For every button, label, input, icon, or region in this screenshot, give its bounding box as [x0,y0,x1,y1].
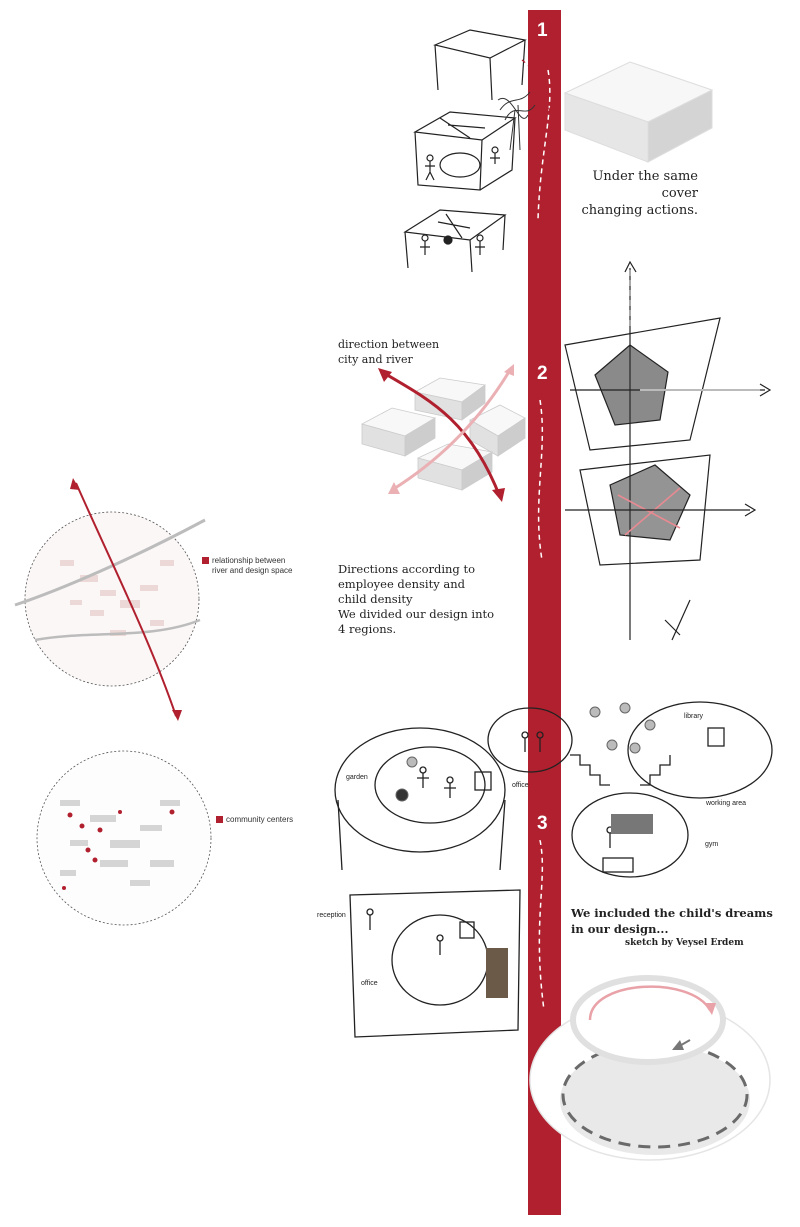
step3-caption-line2: in our design... [571,922,669,936]
label-office-bottom: office [361,980,378,987]
river-legend-swatch [202,557,209,564]
step1-caption: Under the same cover changing actions. [571,168,699,219]
step-number-3: 3 [537,813,548,834]
river-legend-line1: relationship between [212,556,286,565]
directions-line4: We divided our design into [338,607,495,621]
step-number-1: 1 [537,20,548,41]
label-office-top: office [512,782,529,789]
directions-line3: child density [338,592,413,606]
directions-line1: Directions according to [338,562,475,576]
step2-caption: direction between city and river [338,337,439,367]
step3-caption-line1: We included the child's dreams [571,906,773,920]
river-legend-line2: river and design space [212,566,293,575]
label-working-area: working area [706,800,747,807]
label-garden: garden [346,774,368,781]
step1-caption-line1: Under the same cover [592,169,698,201]
directions-line5: 4 regions. [338,622,397,636]
step3-caption: We included the child's dreams in our de… [571,905,773,937]
directions-text: Directions according to employee density… [338,562,494,637]
step-number-2: 2 [537,363,548,384]
step1-caption-line2: changing actions. [581,203,699,218]
step2-caption-line2: city and river [338,353,413,366]
red-timeline-band [528,10,561,1215]
label-library: library [684,713,704,720]
sketch-credit: sketch by Veysel Erdem [625,938,744,948]
label-gym: gym [705,841,719,848]
community-legend-swatch [216,816,223,823]
label-reception: reception [317,912,346,919]
river-legend-text: relationship between river and design sp… [212,556,312,576]
directions-line2: employee density and [338,577,465,591]
community-legend-text: community centers [226,815,294,824]
step2-caption-line1: direction between [338,338,440,351]
